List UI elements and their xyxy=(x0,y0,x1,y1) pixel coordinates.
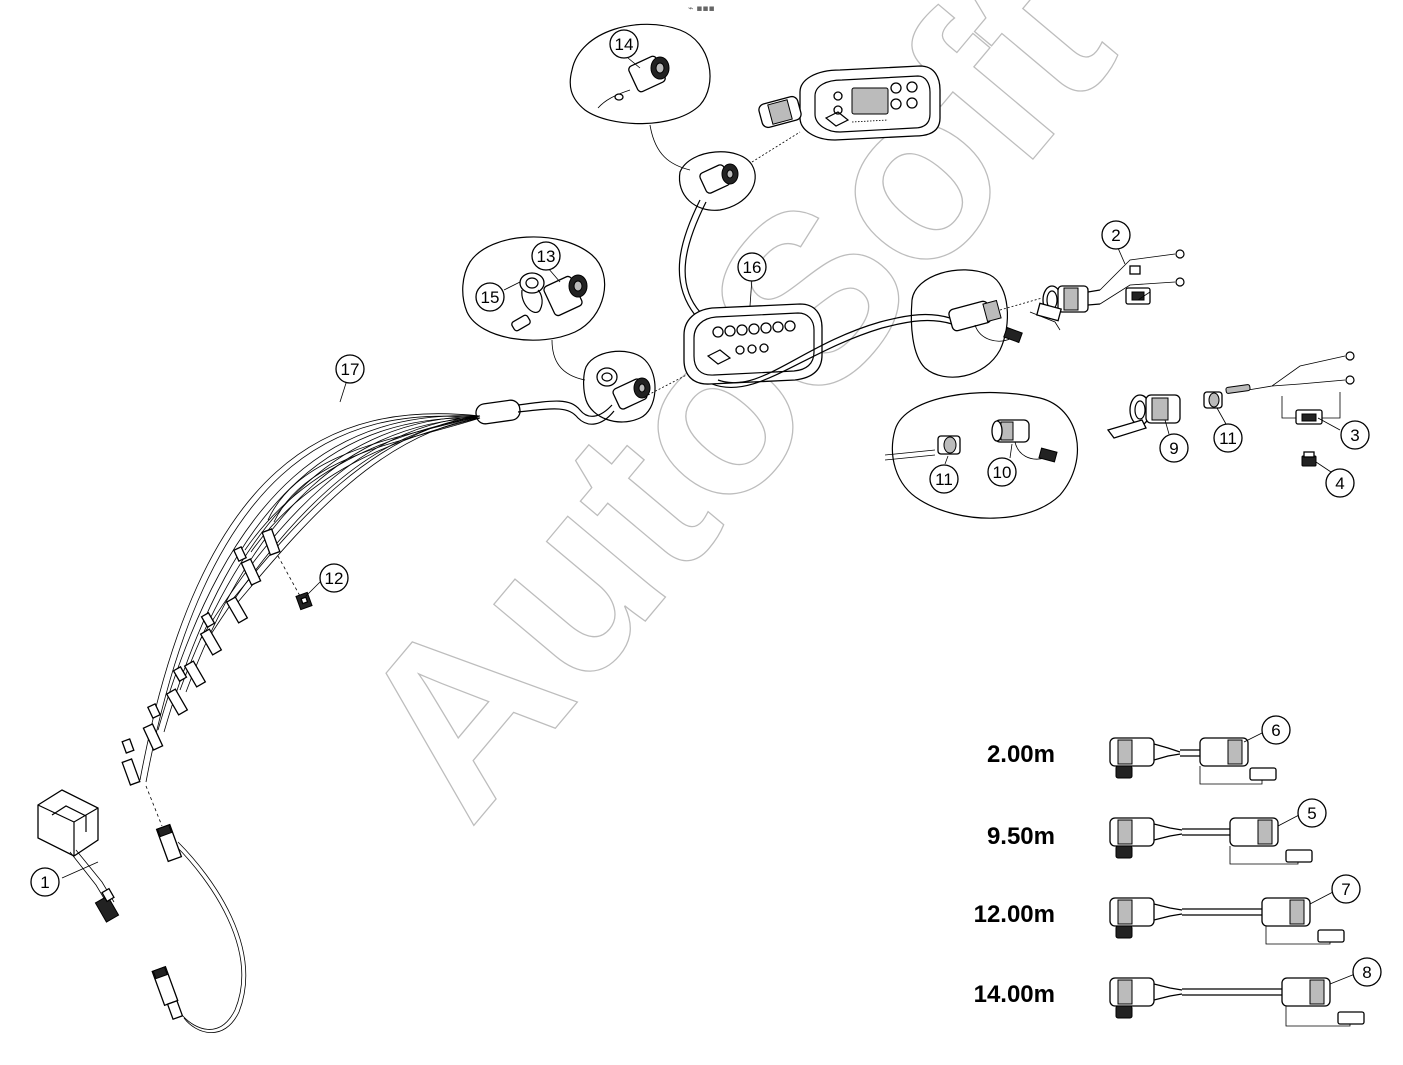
detail-bubble-cable xyxy=(678,131,801,316)
extension-loop xyxy=(174,844,243,1030)
callout-12: 12 xyxy=(319,563,349,593)
svg-text:5: 5 xyxy=(1307,804,1316,823)
callout-3: 3 xyxy=(1340,420,1370,450)
extension-length-labels: 2.00m 9.50m 12.00m 14.00m xyxy=(974,741,1055,1008)
display-unit-16 xyxy=(683,303,953,389)
svg-text:11: 11 xyxy=(935,470,953,489)
svg-text:13: 13 xyxy=(537,247,556,266)
callouts: 1 2 3 4 5 6 7 8 9 10 11 11 12 13 14 15 1… xyxy=(30,29,1382,987)
top-control-unit xyxy=(758,65,941,141)
svg-text:15: 15 xyxy=(481,288,500,307)
callout-8: 8 xyxy=(1352,957,1382,987)
display-keys xyxy=(706,320,796,365)
callout-2: 2 xyxy=(1101,220,1131,250)
detail-bubble-power xyxy=(910,269,1043,378)
harness-sleeve xyxy=(475,399,521,425)
harness-wires xyxy=(139,413,481,783)
length-label-7: 12.00m xyxy=(974,901,1055,928)
extension-cable-8 xyxy=(1109,977,1365,1027)
harness-trunk xyxy=(517,400,613,417)
svg-text:3: 3 xyxy=(1350,426,1359,445)
callout-9: 9 xyxy=(1159,433,1189,463)
part-4-fuse xyxy=(1301,451,1317,467)
callout-5: 5 xyxy=(1297,798,1327,828)
part-11-nut xyxy=(1203,391,1223,409)
callout-10: 10 xyxy=(987,457,1017,487)
length-label-8: 14.00m xyxy=(974,981,1055,1008)
harness-connectors xyxy=(121,528,281,786)
detail-bubble-13-15 xyxy=(462,236,606,381)
part-2-socket xyxy=(1029,249,1185,331)
detail-bubble-14 xyxy=(569,23,711,171)
length-label-5: 9.50m xyxy=(987,823,1055,850)
callout-leaders xyxy=(61,57,1356,985)
svg-text:11: 11 xyxy=(1219,429,1237,448)
svg-text:2: 2 xyxy=(1111,226,1120,245)
callout-4: 4 xyxy=(1325,468,1355,498)
callout-7: 7 xyxy=(1331,874,1361,904)
svg-text:4: 4 xyxy=(1335,474,1344,493)
callout-15: 15 xyxy=(475,282,505,312)
svg-text:8: 8 xyxy=(1362,963,1371,982)
detail-bubble-10-11 xyxy=(884,391,1078,519)
callout-11a: 11 xyxy=(929,464,959,494)
callout-17: 17 xyxy=(335,354,365,384)
svg-text:16: 16 xyxy=(743,258,762,277)
extension-cable-5 xyxy=(1109,817,1313,865)
svg-text:6: 6 xyxy=(1271,721,1280,740)
callout-11b: 11 xyxy=(1213,423,1243,453)
svg-text:7: 7 xyxy=(1341,880,1350,899)
part-1-sensor-box xyxy=(37,789,120,923)
callout-6: 6 xyxy=(1261,715,1291,745)
callout-14: 14 xyxy=(609,29,639,59)
svg-text:10: 10 xyxy=(993,463,1012,482)
callout-16: 16 xyxy=(737,252,767,282)
part-9-socket xyxy=(1106,394,1181,439)
callout-13: 13 xyxy=(531,241,561,271)
detail-bubble-connector xyxy=(583,350,701,423)
harness-17 xyxy=(121,399,615,1034)
extension-cable-7 xyxy=(1109,897,1345,945)
part-12-plug xyxy=(295,591,313,611)
callout-1: 1 xyxy=(30,867,60,897)
svg-text:1: 1 xyxy=(40,873,49,892)
svg-text:9: 9 xyxy=(1169,439,1178,458)
svg-text:12: 12 xyxy=(325,569,344,588)
svg-text:17: 17 xyxy=(341,360,360,379)
top-marker: ⌁ ▪▪▪ xyxy=(688,4,715,14)
length-label-6: 2.00m xyxy=(987,741,1055,768)
extension-cable-6 xyxy=(1109,737,1277,785)
part-3-leads xyxy=(1225,351,1355,425)
svg-text:14: 14 xyxy=(615,35,634,54)
